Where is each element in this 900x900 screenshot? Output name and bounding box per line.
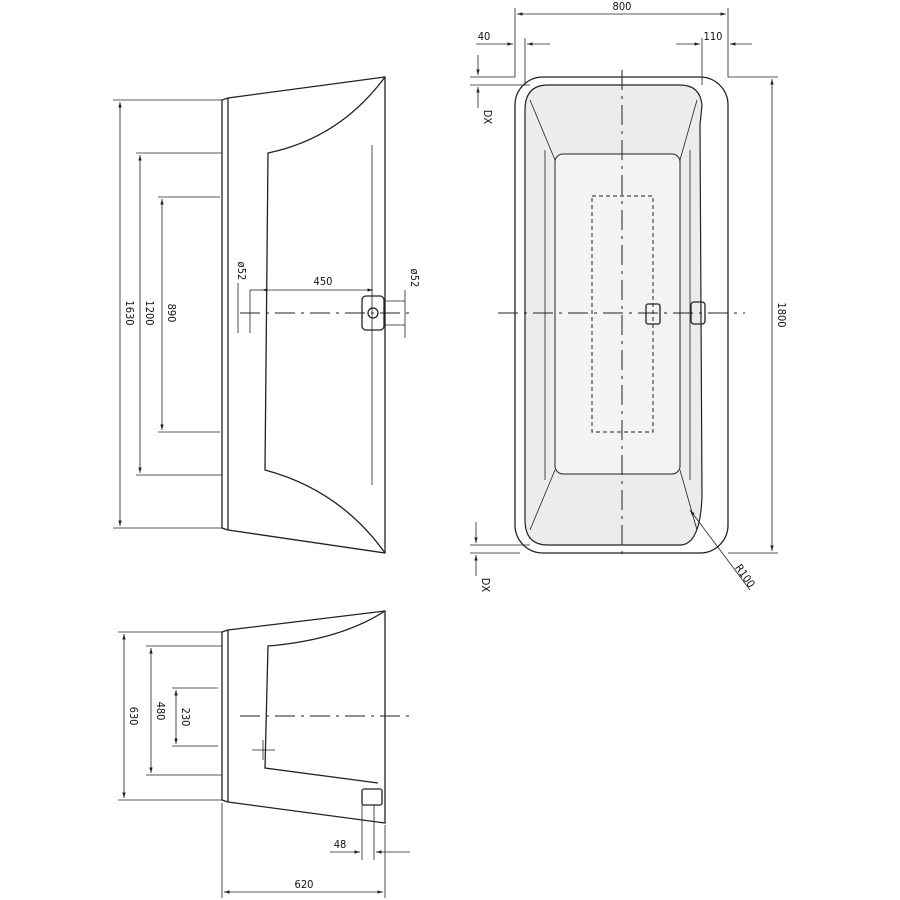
side-view: 1630 1200 890 ø52 450 ø52 [113, 76, 421, 554]
dim-plan-width: 800 [613, 0, 632, 13]
dim-rim-left: 40 [478, 30, 491, 43]
plan-view: 800 40 110 DX DX 1800 R100 [470, 0, 788, 592]
dim-mid-height: 480 [154, 702, 167, 721]
dim-base-length: 890 [165, 304, 178, 323]
dim-drain-offset: 450 [314, 275, 333, 288]
side-view-inner-profile [264, 76, 386, 554]
dim-overall-height: 630 [127, 707, 140, 726]
dim-top-offset: DX [481, 110, 494, 125]
dim-drain-height: 48 [334, 838, 347, 851]
dim-depth: 620 [295, 878, 314, 891]
dim-overflow-dia: ø52 [235, 262, 248, 281]
dim-rim-right: 110 [704, 30, 723, 43]
dim-mid-length: 1200 [143, 300, 156, 325]
side-view-outline [221, 76, 386, 554]
dim-base-height: 230 [179, 708, 192, 727]
dim-overall-length: 1630 [123, 300, 136, 325]
end-view: 630 480 230 48 620 [118, 610, 410, 898]
end-view-inner-profile [264, 610, 386, 784]
plan-view-floor [554, 153, 681, 475]
end-view-outline [221, 610, 386, 824]
dim-radius: R100 [732, 562, 757, 591]
dim-bottom-offset: DX [479, 578, 492, 593]
dim-plan-length: 1800 [775, 302, 788, 327]
plan-view-base-outline [591, 195, 654, 433]
dim-drain-dia: ø52 [408, 269, 421, 288]
